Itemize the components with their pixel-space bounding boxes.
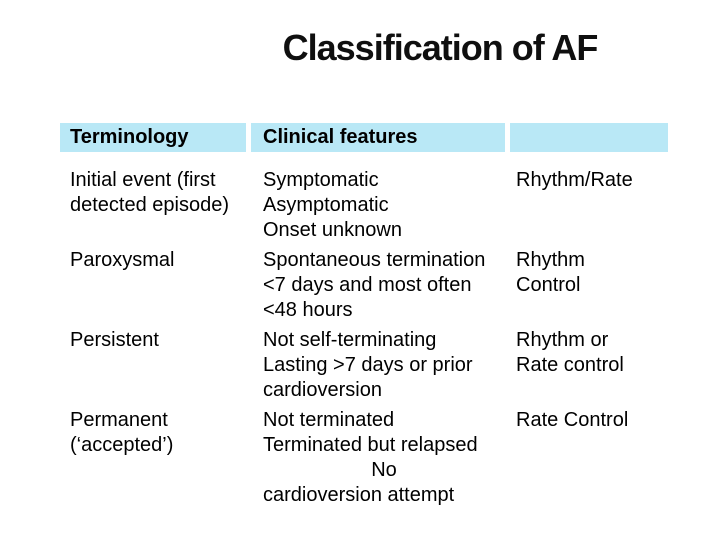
cell-terminology: Permanent (‘accepted’) <box>60 408 246 508</box>
classification-table: Terminology Clinical features Initial ev… <box>60 123 668 513</box>
table-header-row: Terminology Clinical features <box>60 123 668 152</box>
text-line: Spontaneous termination <box>263 249 486 271</box>
text-line: Lasting >7 days or prior <box>263 354 473 376</box>
cell-clinical-features: Not terminated Terminated but relapsed N… <box>251 408 505 508</box>
text-line: detected episode) <box>70 194 230 216</box>
cell-clinical-features: Not self-terminating Lasting >7 days or … <box>251 328 505 403</box>
cell-clinical-features: Symptomatic Asymptomatic Onset unknown <box>251 168 505 243</box>
text-line: Rate Control <box>516 409 629 431</box>
text-line: (‘accepted’) <box>70 434 174 456</box>
table-row-permanent: Permanent (‘accepted’) Not terminated Te… <box>60 408 668 508</box>
text-line: Not terminated <box>263 409 395 431</box>
text-line: Symptomatic <box>263 169 379 191</box>
text-line: Initial event (first <box>70 169 216 191</box>
text-line: Permanent <box>70 409 168 431</box>
cell-management: Rhythm Control <box>510 248 668 323</box>
cell-management: Rate Control <box>510 408 668 508</box>
cell-terminology: Paroxysmal <box>60 248 246 323</box>
text-line: No <box>371 459 397 481</box>
text-line: Rhythm/Rate <box>516 169 633 191</box>
cell-management: Rhythm/Rate <box>510 168 668 243</box>
text-line: cardioversion attempt <box>263 484 455 506</box>
text-line: Rhythm <box>516 249 585 271</box>
text-line: Persistent <box>70 329 159 351</box>
cell-management: Rhythm or Rate control <box>510 328 668 403</box>
cell-clinical-features: Spontaneous termination <7 days and most… <box>251 248 505 323</box>
cell-terminology: Initial event (first detected episode) <box>60 168 246 243</box>
text-line: <7 days and most often <box>263 274 472 296</box>
text-line: Control <box>516 274 581 296</box>
text-line: Onset unknown <box>263 219 402 241</box>
text-line: <48 hours <box>263 299 353 321</box>
text-line: Rate control <box>516 354 624 376</box>
header-cell-clinical-features: Clinical features <box>251 123 505 152</box>
header-cell-management <box>510 123 668 152</box>
text-line: Terminated but relapsed <box>263 434 478 456</box>
text-line: Rhythm or <box>516 329 609 351</box>
page-title: Classification of AF <box>282 27 599 68</box>
text-line: Not self-terminating <box>263 329 437 351</box>
cell-terminology: Persistent <box>60 328 246 403</box>
text-line: Asymptomatic <box>263 194 389 216</box>
text-line: Paroxysmal <box>70 249 175 271</box>
text-line: cardioversion <box>263 379 382 401</box>
header-cell-terminology: Terminology <box>60 123 246 152</box>
table-row-persistent: Persistent Not self-terminating Lasting … <box>60 328 668 403</box>
table-row-initial-event: Initial event (first detected episode) S… <box>60 168 668 243</box>
table-row-paroxysmal: Paroxysmal Spontaneous termination <7 da… <box>60 248 668 323</box>
